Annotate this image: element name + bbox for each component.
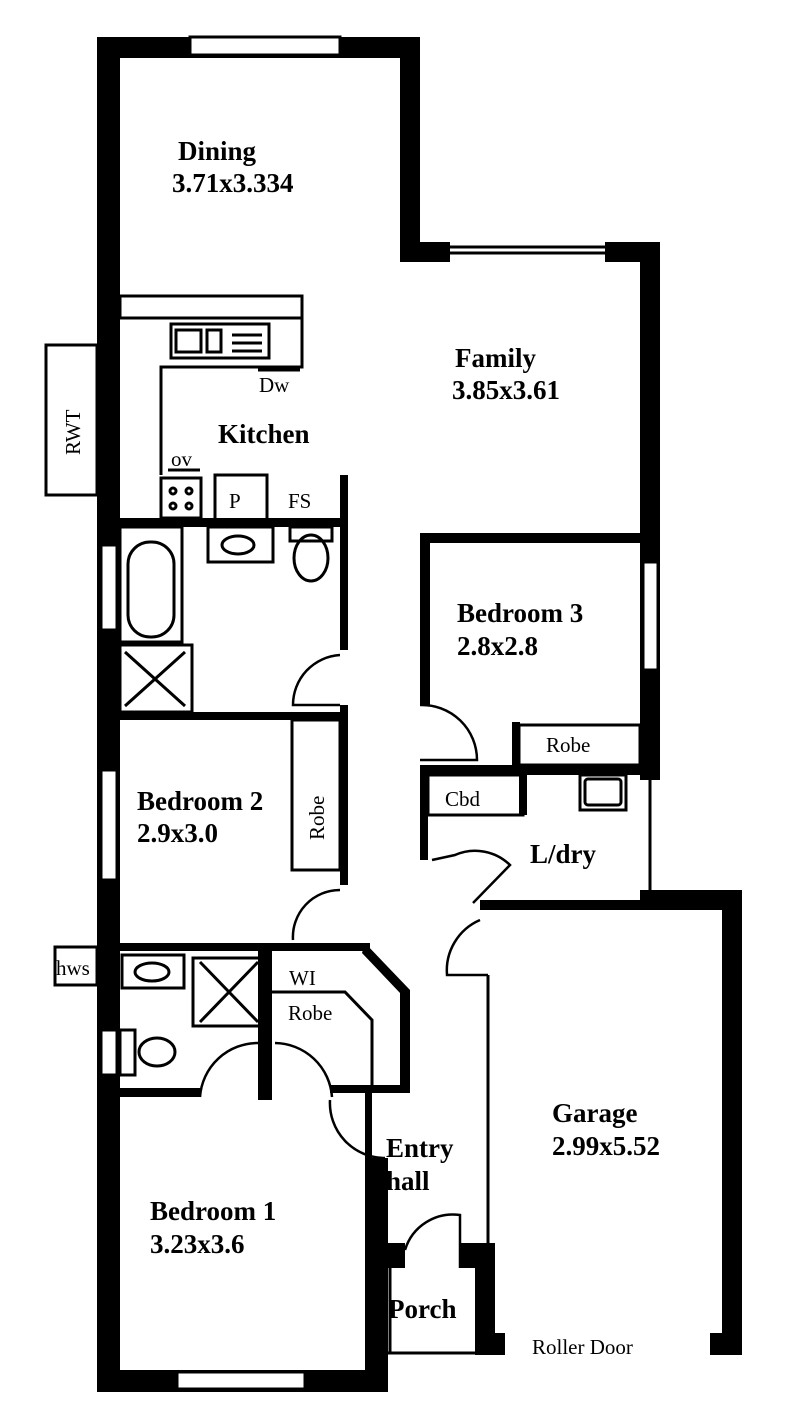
room-laundry-label: L/dry (530, 839, 597, 869)
pantry-label: P (229, 489, 241, 513)
room-bedroom-1-size: 3.23x3.6 (150, 1229, 245, 1259)
room-family-size: 3.85x3.61 (452, 375, 560, 405)
roller-door-label: Roller Door (532, 1335, 633, 1359)
room-hall-label: hall (386, 1166, 430, 1196)
hws-label: hws (56, 956, 90, 980)
room-bedroom-3-size: 2.8x2.8 (457, 631, 538, 661)
pantry (213, 473, 269, 522)
fridge-space-label: FS (288, 489, 311, 513)
rainwater-tank (44, 343, 99, 497)
room-kitchen-label: Kitchen (218, 419, 310, 449)
robe-bedroom-2-label: Robe (305, 796, 329, 840)
robe-bedroom-3 (517, 723, 642, 767)
rwt-label: RWT (61, 409, 85, 455)
cupboard (426, 773, 525, 817)
room-family-label: Family (455, 343, 536, 373)
robe-bedroom-3-label: Robe (546, 733, 590, 757)
walk-in-robe-label: Robe (288, 1001, 332, 1025)
room-bedroom-1-label: Bedroom 1 (150, 1196, 276, 1226)
room-bedroom-3-label: Bedroom 3 (457, 598, 583, 628)
room-dining-size: 3.71x3.334 (172, 168, 294, 198)
oven-label: ov (171, 447, 193, 471)
kitchen-fixtures (118, 294, 304, 522)
room-garage-size: 2.99x5.52 (552, 1131, 660, 1161)
cupboard-label: Cbd (445, 787, 481, 811)
room-entry-label: Entry (386, 1133, 454, 1163)
walk-in-label: WI (289, 966, 316, 990)
bathroom-fixtures (118, 525, 341, 714)
sink (169, 322, 271, 360)
cooktop (159, 476, 203, 520)
laundry-tub (578, 773, 628, 812)
robe-bedroom-2 (290, 718, 342, 872)
room-bedroom-2-size: 2.9x3.0 (137, 818, 218, 848)
ensuite-fixtures (118, 953, 462, 1268)
hot-water-system (53, 945, 99, 987)
room-bedroom-2-label: Bedroom 2 (137, 786, 263, 816)
windows (99, 35, 660, 1391)
room-garage-label: Garage (552, 1098, 637, 1128)
room-porch-label: Porch (388, 1294, 457, 1324)
dishwasher-label: Dw (259, 373, 290, 397)
room-dining-label: Dining (178, 136, 257, 166)
